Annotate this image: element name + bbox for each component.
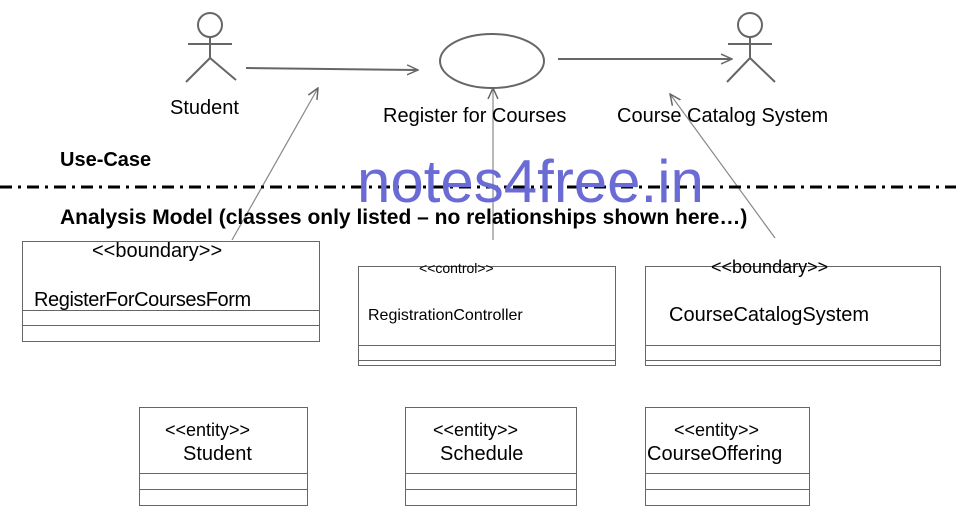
use-case-ellipse (439, 33, 545, 89)
use-case-label: Register for Courses (383, 105, 567, 127)
catalog-actor-icon (726, 12, 776, 83)
class-divider (405, 489, 577, 490)
class-stereotype: <<boundary>> (92, 240, 223, 262)
class-name: CourseCatalogSystem (669, 304, 870, 326)
class-box-registration-controller (358, 266, 616, 366)
use-case-section-label: Use-Case (60, 149, 152, 171)
analysis-model-heading: Analysis Model (classes only listed – no… (60, 206, 748, 229)
class-name: Student (183, 443, 252, 465)
class-divider (405, 473, 577, 474)
class-divider (139, 489, 308, 490)
class-name: CourseOffering (647, 443, 783, 465)
class-divider (645, 473, 810, 474)
class-divider (22, 310, 320, 311)
class-divider (139, 473, 308, 474)
class-stereotype: <<boundary>> (711, 257, 829, 277)
student-to-usecase-arrow (245, 68, 418, 70)
catalog-actor-label: Course Catalog System (617, 105, 829, 127)
form-trace-arrow (231, 88, 318, 241)
class-box-course-catalog-system (645, 266, 941, 366)
student-actor-icon (185, 12, 237, 83)
class-name: RegisterForCoursesForm (34, 289, 251, 311)
class-box-register-form (22, 241, 320, 342)
class-divider (358, 345, 616, 346)
class-divider (645, 345, 941, 346)
class-divider (645, 360, 941, 361)
class-stereotype: <<entity>> (674, 420, 760, 440)
class-name: Schedule (440, 443, 524, 465)
class-divider (645, 489, 810, 490)
class-stereotype: <<entity>> (165, 420, 251, 440)
class-name: RegistrationController (368, 307, 523, 324)
class-divider (358, 360, 616, 361)
catalog-trace-arrow (670, 94, 776, 239)
class-divider (22, 325, 320, 326)
class-stereotype: <<control>> (419, 260, 494, 276)
class-stereotype: <<entity>> (433, 420, 519, 440)
watermark-text: notes4free.in (357, 148, 704, 215)
student-actor-label: Student (170, 97, 239, 119)
